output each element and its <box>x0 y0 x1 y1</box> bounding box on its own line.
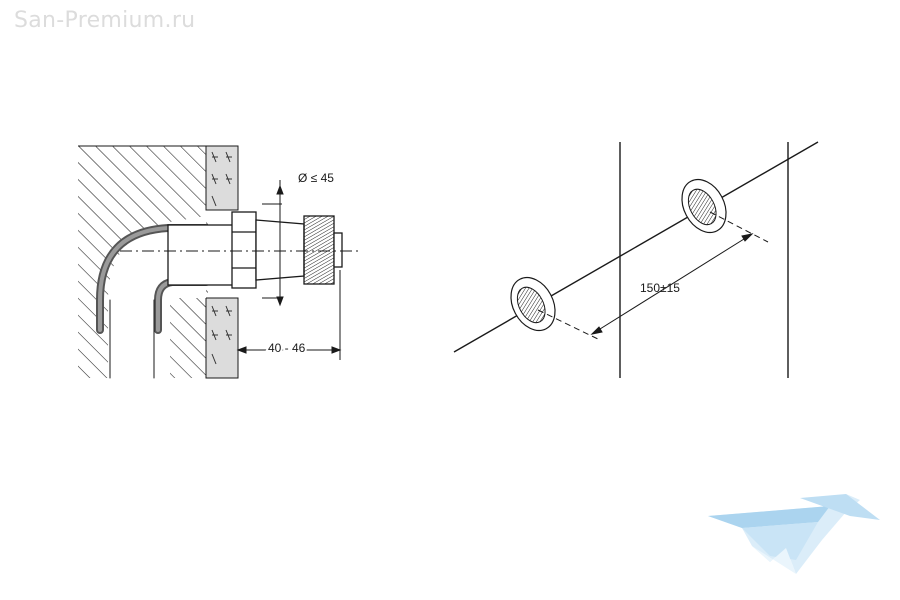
bathtub-logo-icon <box>708 494 880 574</box>
wall-tile-layer <box>205 145 239 379</box>
wall-section-diagram: Ø ≤ 45 40 - 46 <box>78 145 360 379</box>
rosette-left <box>510 276 556 332</box>
depth-label: 40 - 46 <box>268 341 306 355</box>
diameter-label: Ø ≤ 45 <box>298 171 334 185</box>
diameter-dimension <box>262 180 284 307</box>
depth-dimension <box>236 270 342 360</box>
rosette-spacing-diagram: 150±15 <box>453 141 819 378</box>
rosette-right <box>681 178 727 234</box>
wall-edge-line <box>453 141 819 353</box>
spacing-label: 150±15 <box>640 281 680 295</box>
spacing-dimension <box>537 211 769 341</box>
watermark-text: San-Premium.ru <box>14 8 196 33</box>
